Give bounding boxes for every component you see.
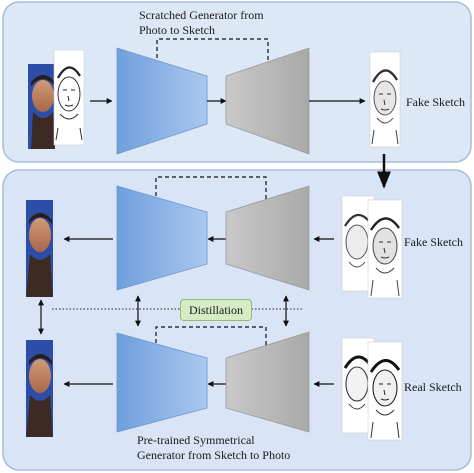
input-sketch-thumbnail [53,49,85,146]
skip-connection-row1 [155,176,267,199]
bottom-caption-line2: Generator from Sketch to Photo [137,448,291,462]
input-photo-thumbnail [28,64,55,149]
row1-generator-encoder [116,185,208,291]
row2-generator-encoder [116,332,208,433]
top-caption-line2: Photo to Sketch [139,23,216,37]
top-output-label: Fake Sketch [406,95,465,109]
row2-input-label: Real Sketch [404,380,462,394]
top-caption-line1: Scratched Generator from [139,8,264,22]
skip-connection-top [156,38,269,62]
row2-output-photo-thumbnail [26,340,53,437]
row1-output-photo-thumbnail [26,200,53,297]
row2-generator-decoder [225,331,310,433]
distillation-badge: Distillation [180,299,252,321]
row1-generator-decoder [225,185,310,291]
skip-connection-row2 [155,326,267,346]
row1-input-label: Fake Sketch [404,235,463,249]
row2-real-sketch-stack [341,337,403,441]
scratched-generator-decoder [225,47,310,155]
bottom-caption-line1: Pre-trained Symmetrical [137,433,255,447]
scratched-generator-encoder [116,47,208,155]
row1-fake-sketch-stack [341,195,403,299]
output-fake-sketch-thumbnail [369,51,401,148]
